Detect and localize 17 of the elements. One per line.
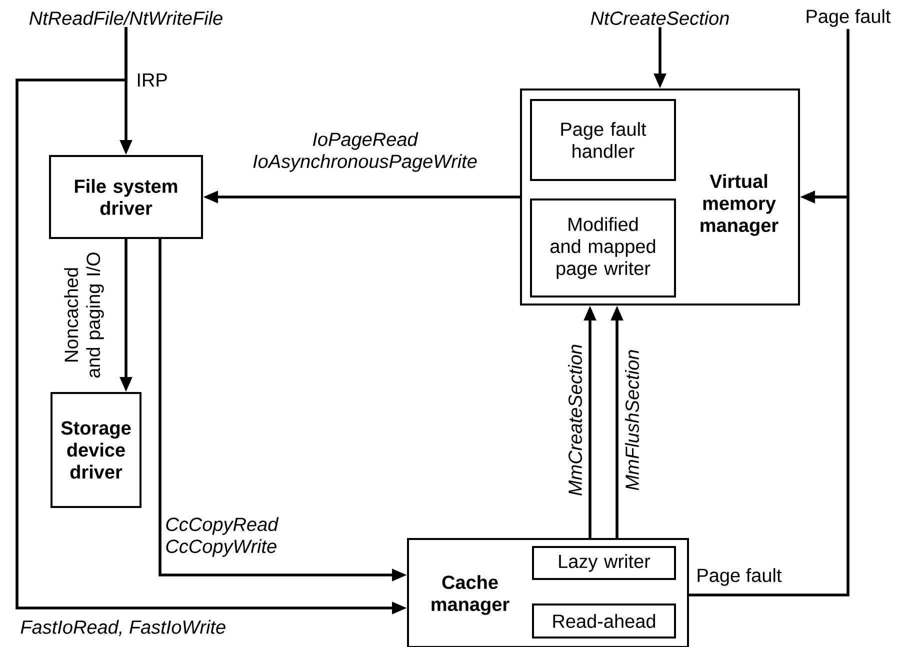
- edge-label: CcCopyRead CcCopyWrite: [166, 517, 279, 557]
- edge-label: IoPageRead IoAsynchronousPageWrite: [253, 132, 477, 172]
- call-label: NtReadFile/NtWriteFile: [29, 11, 222, 25]
- component-box: Read-ahead: [532, 604, 676, 638]
- driver-box: File system driver: [49, 155, 203, 239]
- edge-label: MmCreateSection: [568, 344, 582, 496]
- component-box: Modified and mapped page writer: [530, 198, 676, 298]
- event-label: Page fault: [806, 9, 891, 27]
- edge-label: Page fault: [698, 568, 782, 586]
- component-box: Lazy writer: [532, 546, 676, 580]
- component-box: Page fault handler: [530, 99, 676, 181]
- edge-label: FastIoRead, FastIoWrite: [20, 620, 226, 636]
- edge-label: Noncached and paging I/O: [64, 252, 104, 378]
- driver-box: Storage device driver: [50, 392, 142, 508]
- call-label: NtCreateSection: [590, 11, 729, 25]
- edge-label: IRP: [134, 71, 170, 89]
- edge-label: MmFlushSection: [625, 350, 639, 490]
